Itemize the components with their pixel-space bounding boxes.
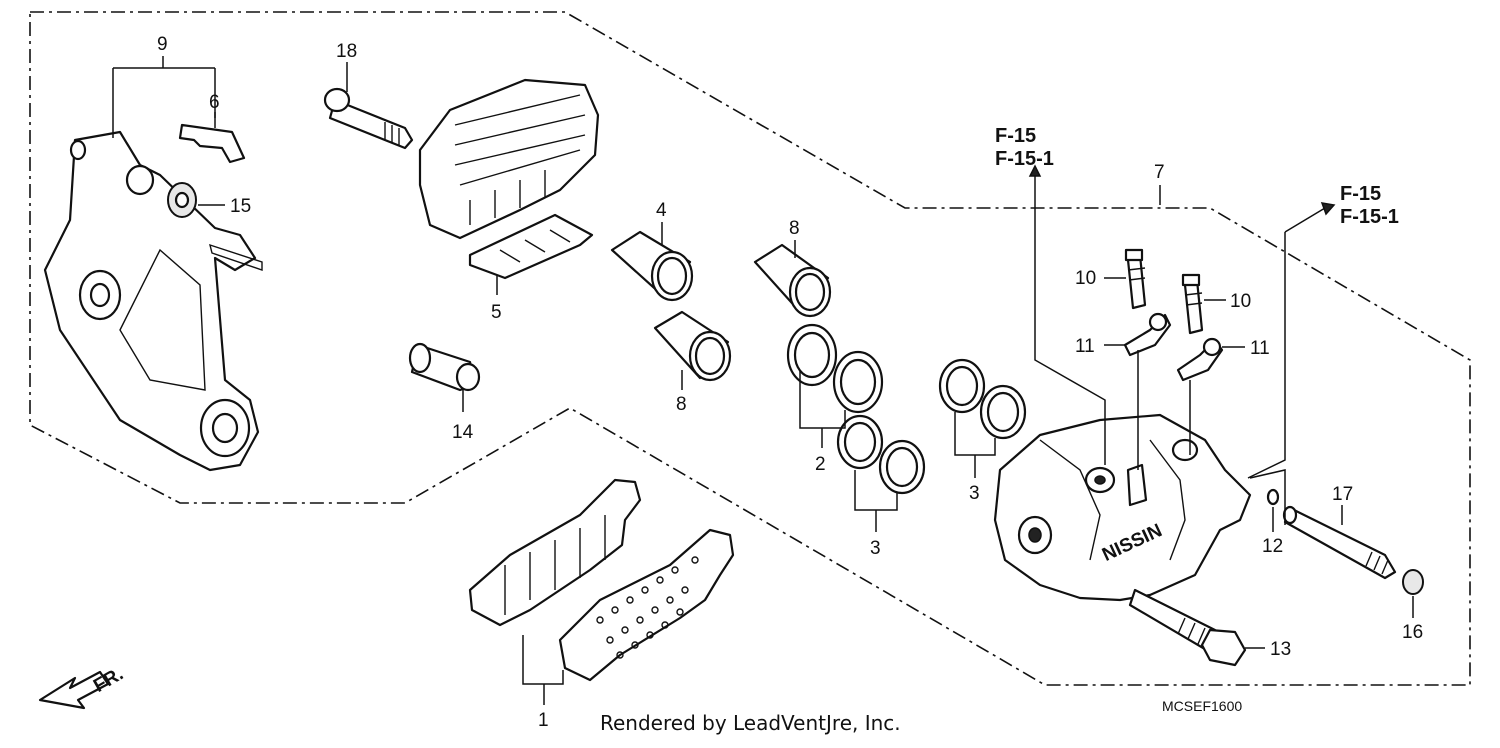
callout-17: 17 [1332, 484, 1353, 505]
bolt-18 [323, 87, 414, 150]
bleed-screw-right [1181, 273, 1204, 335]
bolt-13 [1128, 588, 1247, 667]
piston-8-upper [753, 243, 832, 318]
callout-9: 9 [157, 34, 168, 55]
brake-pad-upper [468, 478, 642, 627]
callout-1: 1 [538, 710, 549, 731]
front-direction-arrow: FR. [38, 663, 127, 710]
callout-3-right: 3 [969, 483, 980, 504]
callout-12: 12 [1262, 536, 1283, 557]
slide-pin [408, 342, 481, 392]
callout-16: 16 [1402, 622, 1423, 643]
dust-seals-3-left [836, 414, 926, 495]
callout-14: 14 [452, 422, 474, 443]
ref-right-f15: F-15 [1340, 183, 1381, 205]
callout-8-lower: 8 [676, 394, 687, 415]
pin-17 [1282, 505, 1397, 580]
caliper-body: NISSIN [993, 413, 1252, 602]
nut-16 [1402, 569, 1424, 595]
ref-left-f15: F-15 [995, 125, 1036, 147]
callout-15: 15 [230, 196, 251, 217]
callout-4: 4 [656, 200, 667, 221]
ref-right-f15-1: F-15-1 [1340, 206, 1399, 228]
callout-labels: 9 6 15 18 5 4 8 8 14 2 3 3 7 10 10 11 11… [157, 34, 1423, 731]
render-credit: Rendered by LeadVentJre, Inc. [600, 711, 901, 735]
callout-11-left: 11 [1075, 336, 1095, 357]
reference-labels: F-15 F-15-1 F-15 F-15-1 [995, 125, 1399, 228]
callout-6: 6 [209, 92, 220, 113]
left-ref-arrowhead [1028, 164, 1042, 177]
callout-8-upper: 8 [789, 218, 800, 239]
upper-group-boundary [29, 11, 1471, 686]
brake-pad-lower [558, 528, 735, 682]
diagram-code: MCSEF1600 [1162, 698, 1242, 714]
caliper-bracket [43, 130, 263, 472]
callout-10-right: 10 [1230, 291, 1251, 312]
callout-5: 5 [491, 302, 502, 323]
bleed-screw-left [1124, 248, 1147, 310]
bleed-cap-left [1123, 312, 1172, 357]
callout-11-right: 11 [1250, 338, 1270, 359]
pad-retainer [468, 213, 594, 280]
callout-18: 18 [336, 41, 357, 62]
pin-boot [167, 182, 197, 218]
washer-12 [1266, 488, 1280, 506]
dust-seals-3-right [938, 358, 1027, 440]
callout-13: 13 [1270, 639, 1291, 660]
pad-spring [178, 123, 246, 164]
front-marker-text: FR. [90, 663, 127, 696]
callout-10-left: 10 [1075, 268, 1096, 289]
bleed-cap-right [1176, 337, 1224, 382]
callout-7: 7 [1154, 162, 1165, 183]
leader-lines [112, 56, 1414, 705]
piston-seals-2 [786, 323, 884, 414]
ref-left-f15-1: F-15-1 [995, 148, 1054, 170]
right-ref-arrowhead [1320, 202, 1336, 216]
piston-8-lower [653, 310, 732, 382]
caliper-body-upper [418, 78, 600, 240]
group-boundaries [29, 11, 1471, 686]
callout-2: 2 [815, 454, 826, 475]
callout-3-left: 3 [870, 538, 881, 559]
piston-4 [610, 230, 694, 302]
